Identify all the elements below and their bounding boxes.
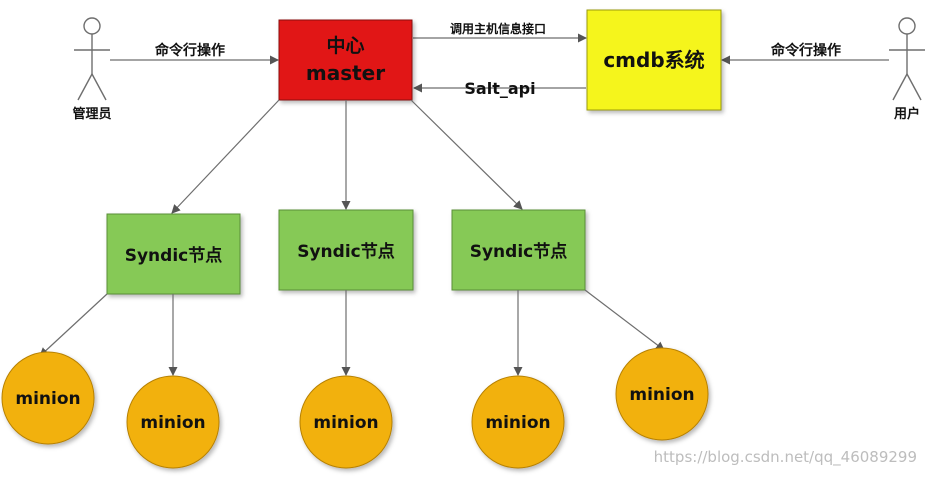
minion-label-2: minion <box>140 413 205 433</box>
edge-master-to-syndic-3 <box>410 99 523 210</box>
minion-label-3: minion <box>313 413 378 433</box>
admin-actor-icon <box>74 17 110 101</box>
watermark: https://blog.csdn.net/qq_46089299 <box>654 448 917 467</box>
syndic-node-2: Syndic节点 <box>278 209 414 291</box>
edge-label-cmdb-to-master: Salt_api <box>464 79 535 98</box>
minion-node-1: minion <box>1 351 95 445</box>
syndic-label-1: Syndic节点 <box>125 245 223 266</box>
minion-node-3: minion <box>299 375 393 469</box>
master-label-line1: 中心 <box>326 34 364 57</box>
user-actor-icon <box>889 17 925 101</box>
minion-label-4: minion <box>485 413 550 433</box>
syndic-node-1: Syndic节点 <box>106 213 241 295</box>
master-label-line2: master <box>306 61 385 85</box>
edge-syndic1-to-minion-1 <box>39 293 108 357</box>
user-label: 用户 <box>893 106 920 122</box>
syndic-node-3: Syndic节点 <box>451 209 586 291</box>
syndic-label-2: Syndic节点 <box>297 241 395 262</box>
master-node: 中心 master <box>278 19 413 101</box>
admin-label: 管理员 <box>72 106 111 122</box>
minion-node-4: minion <box>471 375 565 469</box>
edge-label-master-to-cmdb: 调用主机信息接口 <box>450 21 546 36</box>
cmdb-label: cmdb系统 <box>603 48 704 72</box>
edge-master-to-syndic-1 <box>171 99 280 214</box>
minion-node-2: minion <box>126 375 220 469</box>
edge-syndic3-to-minion-5 <box>584 289 665 351</box>
syndic-label-3: Syndic节点 <box>470 241 568 262</box>
edge-label-user-to-cmdb: 命令行操作 <box>770 42 841 59</box>
cmdb-node: cmdb系统 <box>586 9 722 111</box>
minion-label-5: minion <box>629 385 694 405</box>
minion-node-5: minion <box>615 347 709 441</box>
minion-label-1: minion <box>15 389 80 409</box>
edge-label-admin-to-master: 命令行操作 <box>154 42 225 59</box>
